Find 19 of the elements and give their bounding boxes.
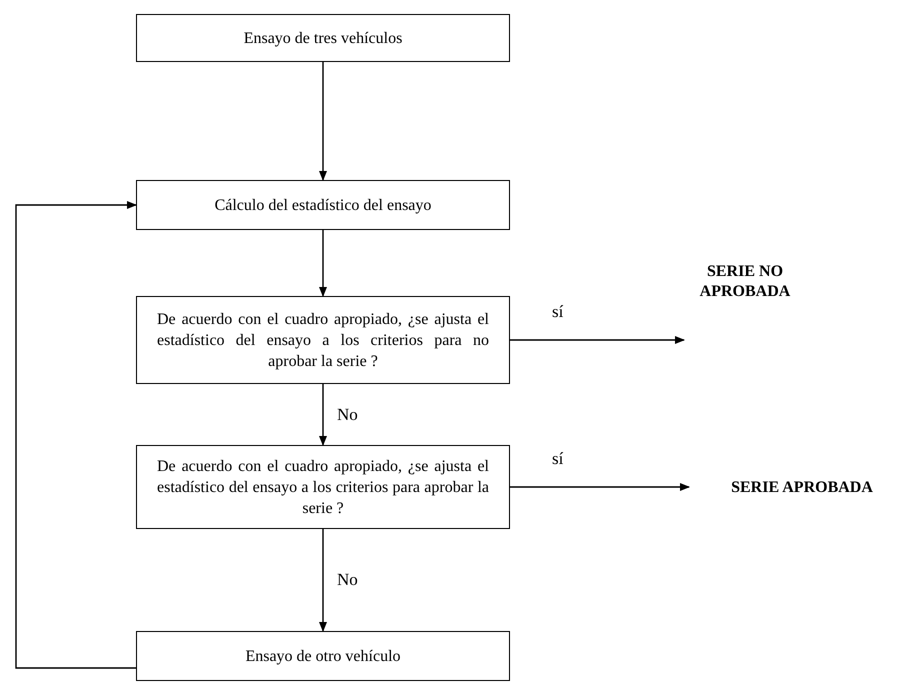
arrow — [319, 62, 327, 181]
arrow — [510, 336, 685, 344]
arrow — [319, 529, 327, 632]
outcome-text: SERIE APROBADA — [695, 476, 909, 500]
arrow — [510, 483, 690, 491]
arrow — [15, 201, 137, 669]
arrow — [319, 384, 327, 446]
box-text: De acuerdo con el cuadro apropiado, ¿se ajusta el estadístico del ensayo a los criterios para no aprobar la serie ? — [157, 310, 489, 372]
arrow — [319, 230, 327, 297]
box-text: De acuerdo con el cuadro apropiado, ¿se ajusta el estadístico del ensayo a los criterios para aprobar la serie ? — [157, 456, 489, 518]
box-text: Cálculo del estadístico del ensayo — [214, 196, 432, 216]
box-text: Ensayo de otro vehículo — [245, 646, 401, 666]
process-box — [136, 631, 510, 681]
outcome-text: SERIE NO APROBADA — [690, 258, 800, 306]
process-box — [136, 445, 510, 529]
process-box — [136, 296, 510, 384]
process-box — [136, 14, 510, 62]
process-box — [136, 180, 510, 230]
box-text: Ensayo de tres vehículos — [244, 28, 402, 48]
